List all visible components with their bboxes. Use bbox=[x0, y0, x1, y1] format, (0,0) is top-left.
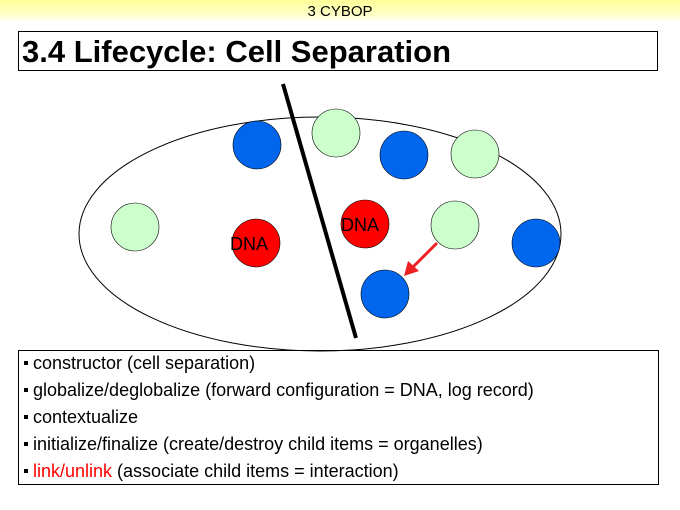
list-item: link/unlink (associate child items = int… bbox=[24, 460, 399, 482]
bullet-highlight: link/unlink bbox=[33, 461, 113, 481]
bullet-text: globalize/deglobalize (forward configura… bbox=[33, 380, 534, 400]
bullet-icon bbox=[24, 361, 28, 365]
dna-nucleus-right bbox=[340, 199, 390, 249]
bullet-text: (associate child items = interaction) bbox=[112, 461, 399, 481]
bullet-text: constructor (cell separation) bbox=[33, 353, 256, 373]
interaction-arrow-head bbox=[404, 261, 419, 276]
dna-nucleus-left bbox=[231, 218, 281, 268]
bullet-list: constructor (cell separation) globalize/… bbox=[18, 350, 659, 485]
separation-line bbox=[281, 83, 358, 339]
list-item: constructor (cell separation) bbox=[24, 352, 255, 374]
slide-title-box: 3.4 Lifecycle: Cell Separation bbox=[18, 31, 658, 71]
organelle-blue bbox=[232, 120, 282, 170]
slide-title: 3.4 Lifecycle: Cell Separation bbox=[22, 34, 452, 69]
organelle-green bbox=[430, 200, 480, 250]
bullet-icon bbox=[24, 388, 28, 392]
interaction-arrow-shaft bbox=[410, 241, 439, 270]
list-item: globalize/deglobalize (forward configura… bbox=[24, 379, 534, 401]
organelle-blue bbox=[360, 269, 410, 319]
organelle-green bbox=[311, 108, 361, 158]
bullet-text: contextualize bbox=[33, 407, 139, 427]
organelle-green bbox=[450, 129, 500, 179]
bullet-icon bbox=[24, 442, 28, 446]
header-title: 3 CYBOP bbox=[307, 3, 373, 20]
bullet-icon bbox=[24, 415, 28, 419]
list-item: contextualize bbox=[24, 406, 138, 428]
list-item: initialize/finalize (create/destroy chil… bbox=[24, 433, 483, 455]
organelle-blue bbox=[511, 218, 561, 268]
header-bar: 3 CYBOP bbox=[0, 0, 680, 22]
dna-label-right: DNA bbox=[341, 215, 379, 235]
bullet-icon bbox=[24, 469, 28, 473]
dna-label-left: DNA bbox=[230, 234, 268, 254]
bullet-text: initialize/finalize (create/destroy chil… bbox=[33, 434, 483, 454]
organelle-blue bbox=[379, 130, 429, 180]
organelle-green bbox=[110, 202, 160, 252]
